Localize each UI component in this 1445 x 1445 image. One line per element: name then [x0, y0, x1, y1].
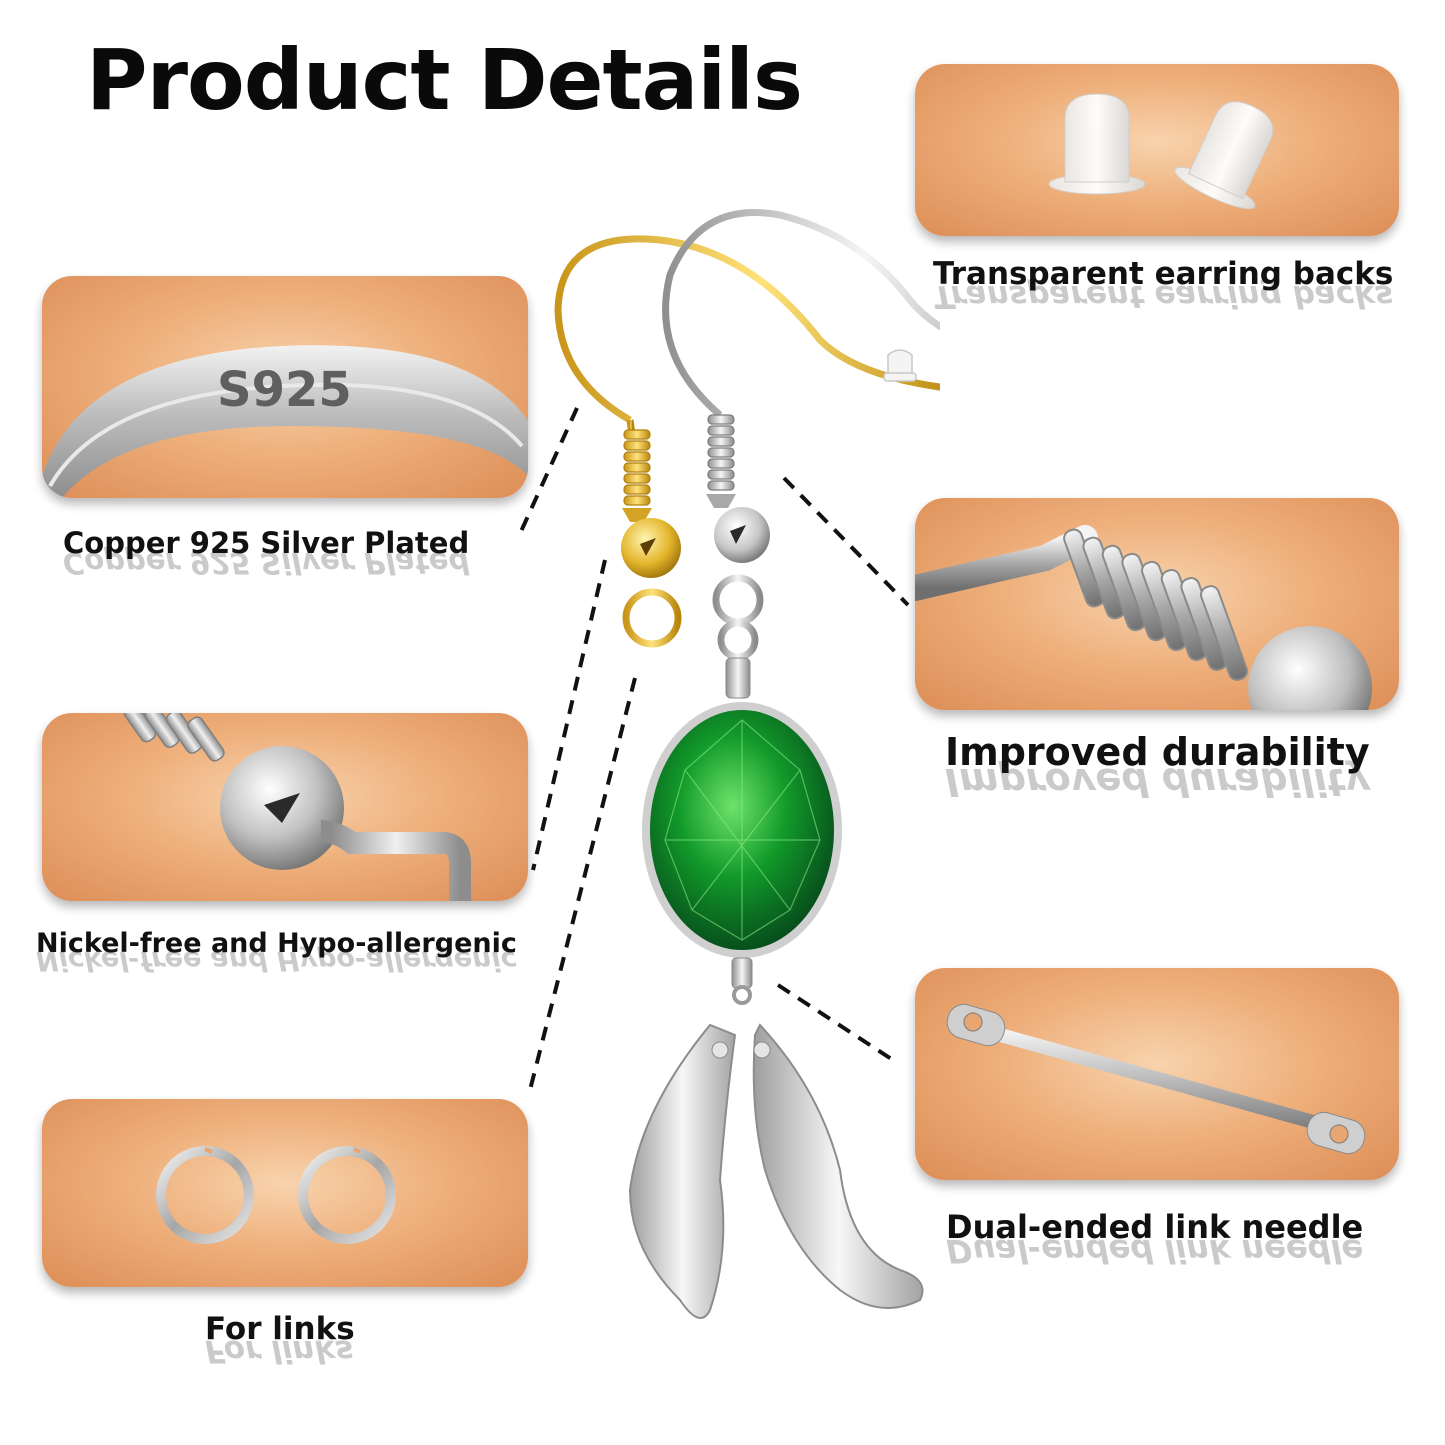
silver-plated-label: Copper 925 Silver Plated Copper 925 Silv…: [63, 526, 470, 580]
earring-backs-image: [1048, 93, 1274, 210]
ball-image: [123, 713, 471, 901]
jump-rings-image: [156, 1146, 396, 1244]
nickel-free-panel: [42, 713, 528, 901]
jump-rings-label: For links For links: [205, 1311, 355, 1369]
durability-panel: [915, 498, 1399, 710]
earring-backs-panel: [915, 64, 1399, 236]
link-needle-image: [946, 1003, 1366, 1155]
link-needle-label: Dual-ended link needle Dual-ended link n…: [946, 1208, 1364, 1270]
earring-illustration: [554, 209, 940, 1319]
silver-band-image: S925: [42, 345, 528, 498]
link-needle-panel: [915, 968, 1399, 1180]
coil-image: [915, 525, 1372, 710]
nickel-free-label: Nickel-free and Hypo-allergenic Nickel-f…: [36, 928, 517, 976]
earring-backs-label: Transparent earring backs Transparent ea…: [933, 256, 1394, 314]
silver-plated-panel: S925: [42, 276, 528, 498]
s925-stamp: S925: [217, 362, 352, 418]
page-title: Product Details: [86, 31, 803, 129]
durability-label: Improved durability Improved durability: [945, 730, 1370, 804]
jump-rings-panel: [42, 1099, 528, 1287]
